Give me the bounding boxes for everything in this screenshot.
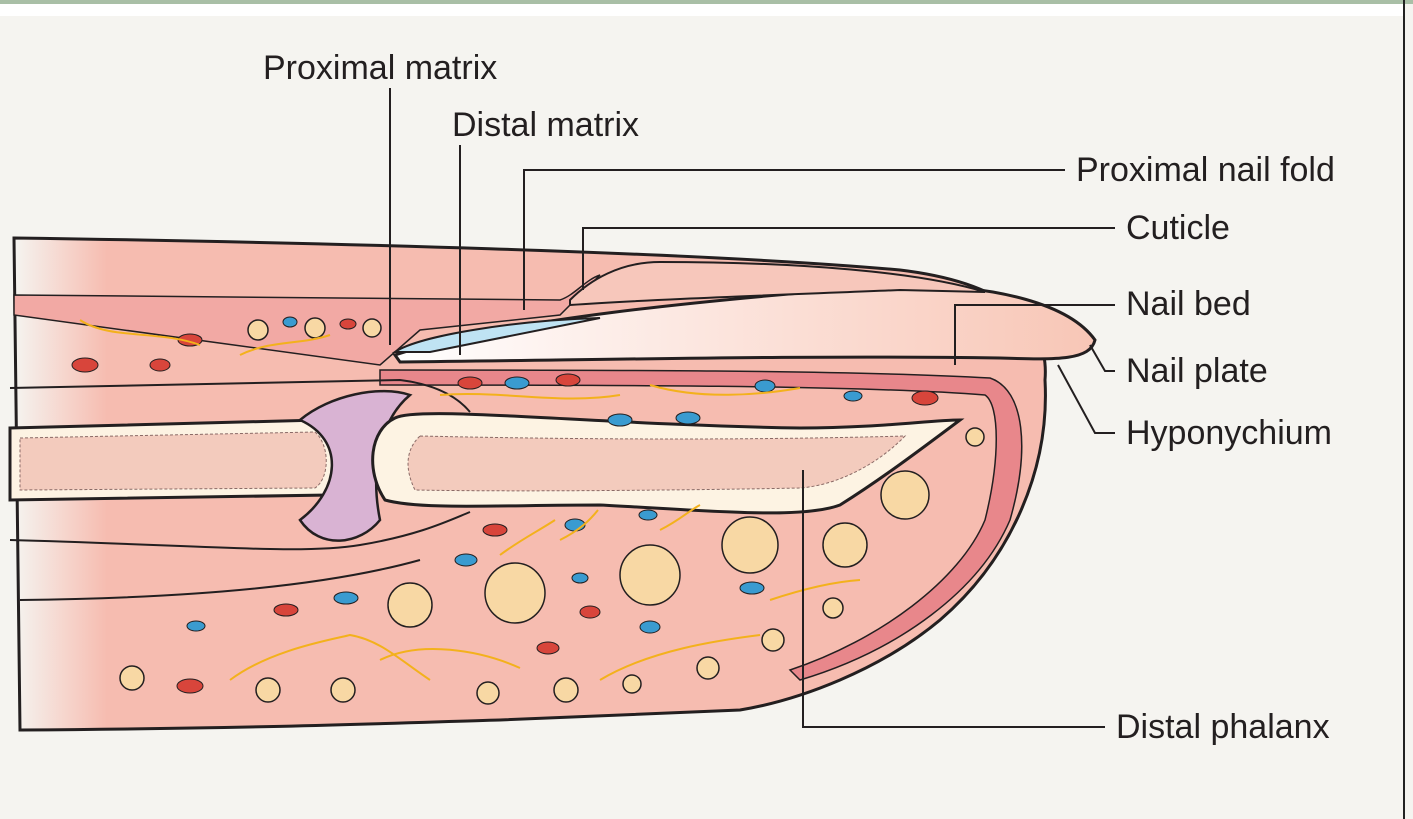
label-nail-bed: Nail bed — [1126, 285, 1251, 323]
label-hyponychium: Hyponychium — [1126, 414, 1332, 452]
label-nail-plate: Nail plate — [1126, 352, 1268, 390]
middle-phalanx-marrow — [19, 431, 327, 491]
leader-lines — [389, 88, 1115, 728]
distal-phalanx-marrow — [407, 435, 907, 492]
label-proximal-nail-fold: Proximal nail fold — [1076, 151, 1335, 189]
top-frame-band — [0, 0, 1413, 4]
tendon-sheath-line — [19, 559, 421, 601]
label-proximal-matrix: Proximal matrix — [263, 49, 497, 87]
leader-proximal-nail-fold — [523, 169, 1065, 310]
leader-distal-phalanx — [802, 470, 1105, 728]
top-frame-strip — [0, 4, 1403, 16]
label-cuticle: Cuticle — [1126, 209, 1230, 247]
leader-nail-bed — [954, 304, 1115, 365]
right-frame-border — [1403, 0, 1405, 819]
nail-plate — [392, 283, 1097, 364]
leader-nail-plate — [1089, 344, 1115, 372]
fat-lobules — [119, 317, 985, 705]
label-distal-matrix: Distal matrix — [452, 106, 639, 144]
cuticle-shape — [569, 260, 986, 307]
label-distal-phalanx: Distal phalanx — [1116, 708, 1330, 746]
nerve-fibers — [79, 319, 861, 681]
leader-cuticle — [582, 227, 1115, 290]
leader-hyponychium — [1057, 364, 1115, 434]
nail-bed-dermis — [379, 369, 1023, 681]
flexor-tendon — [9, 511, 471, 551]
matrix-lunula — [391, 317, 601, 353]
extensor-tendon — [9, 378, 471, 413]
proximal-nail-fold — [13, 274, 601, 366]
blood-vessels — [71, 316, 939, 694]
